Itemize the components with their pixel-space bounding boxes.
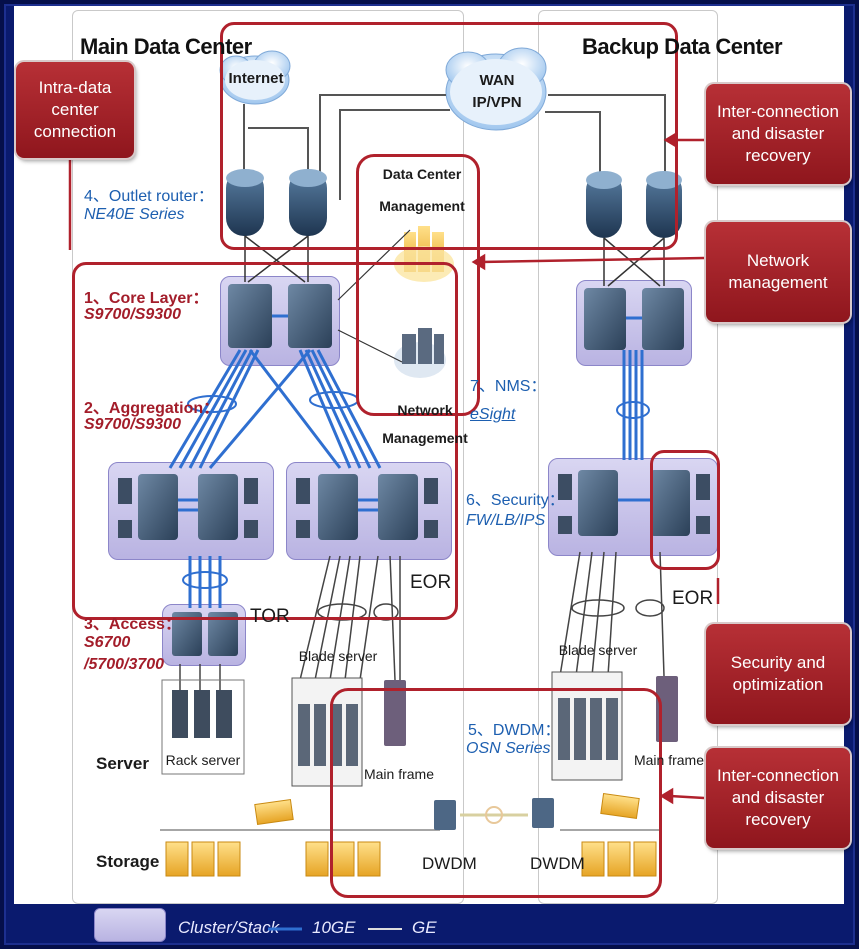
core-layer-model: S9700/S9300 bbox=[84, 306, 181, 323]
network-management-label-2: Management bbox=[382, 430, 468, 446]
wan-links bbox=[243, 94, 666, 200]
security-model: FW/LB/IPS bbox=[466, 512, 546, 529]
security-optimization-callout: Security and optimization bbox=[706, 624, 850, 724]
access-model-1: S6700 bbox=[84, 634, 131, 651]
ge-bundle-rings bbox=[317, 599, 665, 621]
access-label: 3、Access： bbox=[84, 616, 181, 633]
dwdm-model: OSN Series bbox=[466, 740, 551, 757]
inter-connection-top-highlight bbox=[220, 22, 678, 250]
inter-bot-line-1: Inter-connection bbox=[717, 766, 839, 785]
wan-cloud-icon bbox=[445, 47, 547, 131]
network-management-label-1: Network bbox=[397, 402, 453, 418]
outlet-router-model: NE40E Series bbox=[84, 206, 185, 223]
netmgmt-line-1: Network bbox=[746, 251, 810, 270]
internet-cloud-icon bbox=[219, 50, 291, 105]
nms-server-icon bbox=[394, 328, 446, 378]
network-management-callout: Network management bbox=[706, 222, 850, 322]
secopt-line-2: optimization bbox=[732, 675, 824, 694]
server-label: Server bbox=[96, 754, 149, 773]
rack-server-label: Rack server bbox=[165, 752, 241, 768]
inter-connection-bottom-highlight bbox=[330, 688, 662, 898]
mainframe-backup-label: Main frame bbox=[633, 752, 705, 768]
aggregation-model: S9700/S9300 bbox=[84, 416, 181, 433]
security-label: 6、Security： bbox=[466, 492, 565, 509]
intra-dc-highlight bbox=[72, 262, 458, 620]
dc-management-highlight bbox=[356, 154, 480, 416]
internet-label: Internet bbox=[228, 70, 284, 87]
inter-top-line-1: Inter-connection bbox=[717, 102, 839, 121]
inter-top-line-2: and disaster recovery bbox=[731, 124, 825, 165]
10ge-links bbox=[168, 349, 644, 608]
tor-switch-icon bbox=[172, 612, 238, 656]
dc-management-label-1: Data Center bbox=[382, 166, 462, 182]
dwdm-label-1: DWDM bbox=[422, 854, 477, 873]
storage-icon bbox=[165, 793, 657, 877]
secopt-line-1: Security and bbox=[730, 653, 826, 672]
intra-dc-callout: Intra-data center connection bbox=[16, 62, 134, 158]
tor-label: TOR bbox=[250, 606, 290, 627]
legend-ge-label: GE bbox=[412, 918, 437, 937]
dwdm-label-2: DWDM bbox=[530, 854, 585, 873]
main-dc-panel bbox=[72, 10, 464, 904]
main-dc-title: Main Data Center bbox=[80, 34, 252, 59]
link-bundle-rings bbox=[182, 391, 650, 589]
nms-label: 7、NMS： bbox=[470, 378, 547, 395]
eor-main-label: EOR bbox=[410, 572, 452, 593]
intra-dc-callout-line-2: connection bbox=[33, 122, 117, 141]
dwdm-label: 5、DWDM： bbox=[468, 722, 561, 739]
eor-backup-label: EOR bbox=[672, 588, 714, 609]
aggregation-label: 2、Aggregation： bbox=[84, 400, 220, 417]
outlet-router-label: 4、Outlet router： bbox=[84, 188, 214, 205]
security-highlight bbox=[650, 450, 720, 570]
wan-ipvpn-label: IP/VPN bbox=[472, 94, 522, 111]
storage-label: Storage bbox=[96, 852, 160, 871]
legend-cluster-swatch bbox=[94, 908, 166, 942]
backup-dc-title: Backup Data Center bbox=[582, 34, 783, 59]
dc-management-label-2: Management bbox=[379, 198, 465, 214]
access-model-2: /5700/3700 bbox=[84, 656, 165, 673]
inter-bot-line-2: and disaster recovery bbox=[731, 788, 825, 829]
inter-connection-top-callout: Inter-connection and disaster recovery bbox=[706, 84, 850, 184]
intra-dc-callout-line-1: Intra-data center bbox=[38, 78, 112, 119]
dwdm-device-icon bbox=[434, 798, 554, 830]
outlet-router-icon bbox=[226, 169, 682, 238]
nms-model: eSight bbox=[470, 406, 516, 423]
netmgmt-line-2: management bbox=[728, 273, 828, 292]
core-layer-label: 1、Core Layer： bbox=[84, 290, 209, 307]
rack-server-icon bbox=[172, 690, 232, 738]
legend-10ge-label: 10GE bbox=[312, 918, 356, 937]
inter-connection-bottom-callout: Inter-connection and disaster recovery bbox=[706, 748, 850, 848]
blade-server-backup-label: Blade server bbox=[558, 642, 638, 658]
rack-server-box bbox=[161, 679, 245, 775]
core-switch-icon bbox=[228, 284, 684, 350]
mainframe-main-label: Main frame bbox=[363, 766, 435, 782]
legend-cluster-label: Cluster/Stack bbox=[178, 918, 280, 937]
dwdm-link-marker bbox=[485, 806, 503, 824]
wan-label: WAN bbox=[479, 72, 515, 89]
mgmt-links bbox=[337, 229, 411, 363]
blade-server-main-label: Blade server bbox=[298, 648, 378, 664]
aggregation-switch-icon bbox=[118, 470, 710, 540]
